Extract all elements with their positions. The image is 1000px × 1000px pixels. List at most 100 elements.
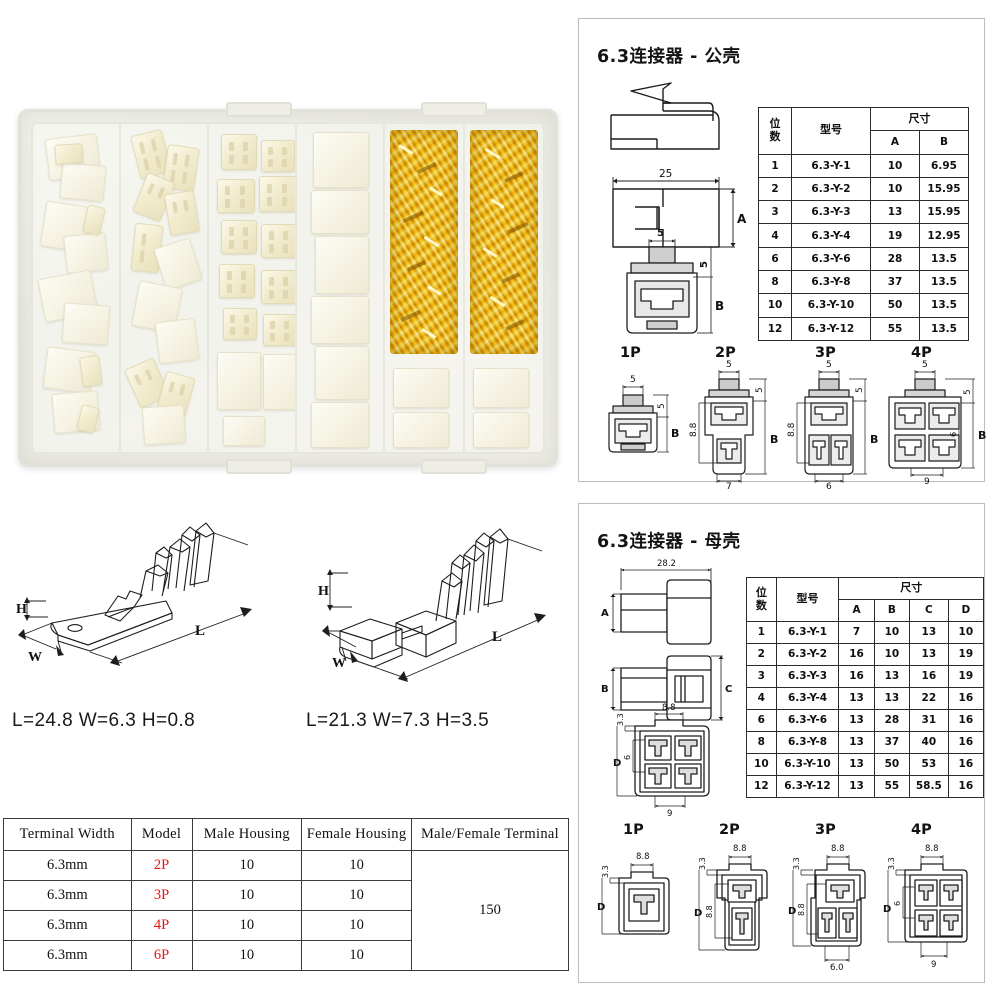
spec-header-row: Terminal Width Model Male Housing Female…: [3, 818, 570, 851]
female-4p-dim-top: 8.8: [925, 844, 939, 854]
male-header-dimensions: 尺寸: [870, 106, 969, 132]
male-terminal-svg: H W L: [16, 522, 252, 666]
cell-c: 31: [909, 709, 949, 732]
cell-b: 13: [873, 665, 911, 688]
male-header-a: A: [870, 130, 920, 155]
female-3p-label-d: D: [788, 906, 796, 917]
cell-model: 6.3-Y-12: [791, 316, 871, 341]
compartment-male-housings: [33, 124, 121, 452]
male-1p-dim-top: 5: [630, 375, 636, 385]
cell-model: 4P: [130, 910, 193, 941]
cell-d: 19: [947, 643, 985, 666]
header-model: Model: [130, 818, 193, 851]
male-3p-dim-bottom: 6: [826, 482, 832, 492]
male-pview-4p-svg: 5 5 6 B 9: [888, 360, 986, 487]
cell-c: 58.5: [909, 775, 949, 798]
box-clip-bottom-left: [226, 459, 292, 474]
cell-male-housing: 10: [191, 910, 303, 941]
cell-b: 50: [873, 753, 911, 776]
male-pview-2p: 2P: [685, 345, 783, 492]
gold-terminals-female: [470, 130, 538, 354]
cell-pos: 6: [758, 246, 792, 272]
male-header-model: 型号: [791, 107, 871, 155]
male-housing-side-views: 25 A: [610, 82, 747, 248]
cell-model: 6.3-Y-8: [791, 270, 871, 295]
female-pview-2p-svg: 8.8 3.3 D 8.8: [694, 844, 768, 951]
male-3p-label-b: B: [870, 433, 878, 446]
male-pview-3p-label: 3P: [815, 345, 836, 361]
cell-model: 6.3-Y-6: [775, 709, 840, 732]
cell-a: 28: [870, 246, 920, 272]
table-row: 6.3mm 6P 10 10: [3, 940, 569, 971]
female-3p-dim-3-3: 3.3: [792, 857, 801, 870]
cell-model: 6.3-Y-3: [775, 665, 840, 688]
cell-female-housing: 10: [301, 850, 412, 881]
female-pview-1p-label: 1P: [623, 822, 644, 838]
male-terminal-h-label: H: [16, 602, 27, 617]
female-bottom-dim-top: 8.8: [662, 703, 676, 713]
header-male-housing: Male Housing: [191, 818, 303, 851]
male-pview-3p: 3P: [781, 345, 885, 492]
cell-pos: 12: [758, 316, 792, 341]
male-3p-dim-right: 5: [855, 387, 865, 393]
female-pview-4p-label: 4P: [911, 822, 932, 838]
cell-a: 16: [838, 643, 875, 666]
cell-a: 10: [870, 153, 920, 178]
table-row: 6.3mm 3P 10 10: [3, 880, 569, 911]
cell-width: 6.3mm: [3, 910, 132, 941]
box-clip-top-right: [421, 102, 487, 117]
female-header-a: A: [838, 599, 875, 622]
female-4p-label-d: D: [883, 904, 891, 915]
male-pview-3p-svg: 5 5 B 8.8 6: [787, 360, 878, 492]
cell-b: 13.5: [919, 316, 969, 341]
cell-pos: 4: [758, 223, 792, 248]
gold-terminals-male: [390, 130, 458, 354]
cell-b: 55: [873, 775, 911, 798]
female-bottom-label-d: D: [613, 758, 621, 769]
female-side-label-b: B: [601, 684, 609, 695]
female-1p-dim-3-3: 3.3: [601, 865, 610, 878]
cell-model: 6P: [130, 940, 193, 971]
female-header-model: 型号: [775, 577, 840, 622]
cell-b: 10: [873, 621, 911, 644]
cell-a: 13: [838, 709, 875, 732]
female-header-positions-l2: 数: [755, 598, 767, 612]
male-4p-dim-inner: 6: [949, 432, 958, 437]
male-2p-dim-right: 5: [755, 387, 765, 393]
male-header-positions: 位 数: [758, 107, 792, 155]
female-terminal-h-label: H: [318, 584, 329, 599]
cell-d: 16: [947, 775, 985, 798]
male-pview-1p: 1P 5 5 B: [595, 345, 687, 490]
cell-a: 13: [838, 775, 875, 798]
cell-b: 6.95: [919, 153, 969, 178]
table-row: 6.3mm 4P 10 10: [3, 910, 569, 941]
male-1p-label-b: B: [671, 427, 679, 440]
cell-b: 10: [873, 643, 911, 666]
cell-male-housing: 10: [191, 940, 303, 971]
cell-d: 19: [947, 665, 985, 688]
cell-model: 6.3-Y-4: [775, 687, 840, 710]
female-bottom-dim-bottom: 9: [667, 809, 672, 819]
compartment-female-housings: [209, 124, 297, 452]
cell-b: 15.95: [919, 176, 969, 202]
female-2p-dim-inner: 8.8: [705, 905, 714, 918]
kit-contents-table: Terminal Width Model Male Housing Female…: [3, 818, 573, 971]
cell-c: 22: [909, 687, 949, 710]
cell-b: 15.95: [919, 200, 969, 225]
cell-a: 16: [838, 665, 875, 688]
cell-female-housing: 10: [301, 940, 412, 971]
compartment-male-housings-2: [121, 124, 209, 452]
cell-a: 7: [838, 621, 875, 644]
male-header-positions-l2: 数: [769, 129, 781, 143]
cell-male-housing: 10: [191, 850, 303, 881]
male-table-header-row-2: A B: [759, 130, 969, 155]
cell-male-housing: 10: [191, 880, 303, 911]
female-bottom-dim-inner: 6: [623, 755, 632, 760]
cell-d: 16: [947, 753, 985, 776]
female-table-header-row-1: 位 数 型号 尺寸: [746, 577, 984, 622]
